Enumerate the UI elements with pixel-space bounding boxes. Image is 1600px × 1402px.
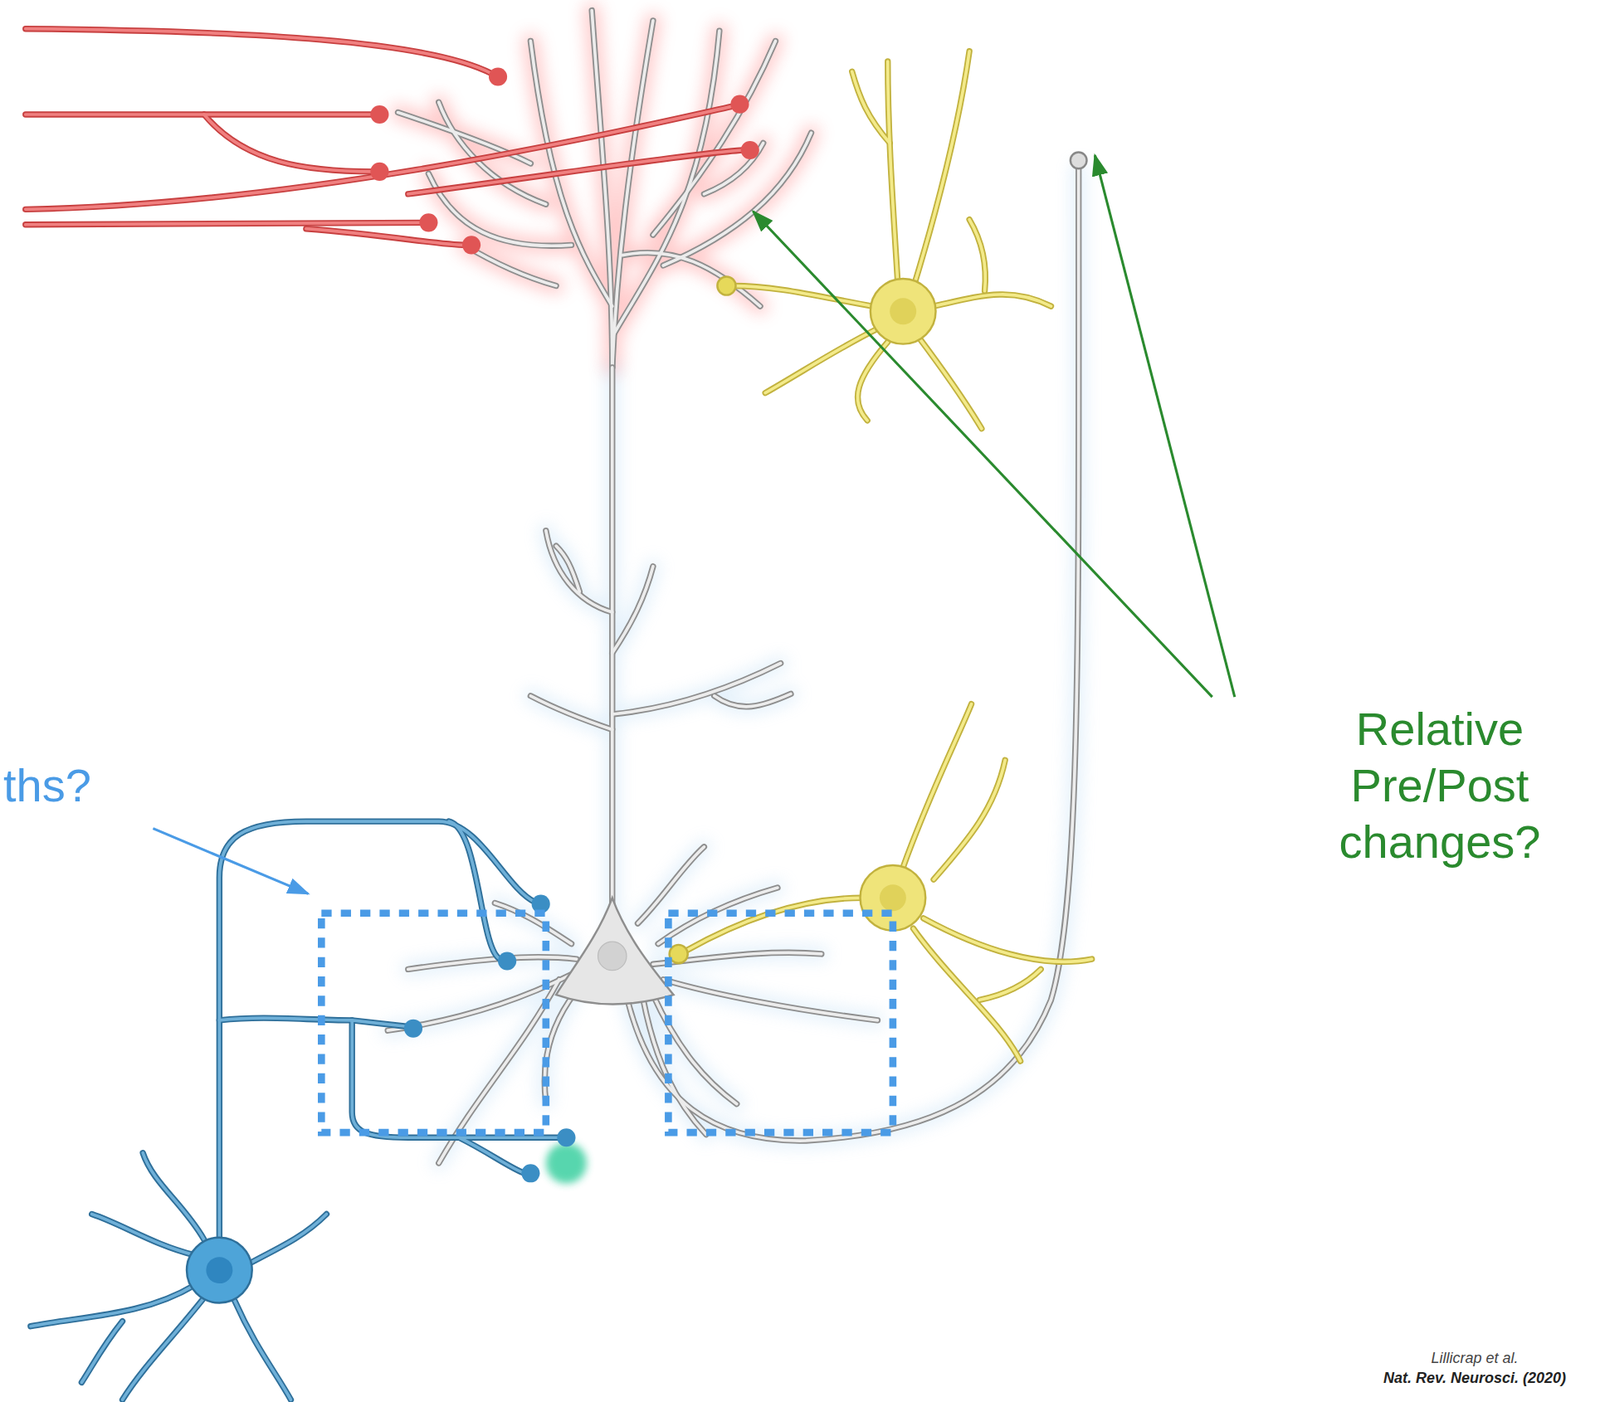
- dotted-boxes: [321, 913, 893, 1133]
- callout-text: Relative Pre/Post changes?: [1339, 701, 1542, 871]
- callout-text: ths?: [3, 757, 92, 815]
- soma-glow: [387, 168, 1079, 1164]
- blue-neuron: [30, 821, 576, 1400]
- citation-text: Nat. Rev. Neurosci. (2020): [1383, 1369, 1566, 1388]
- callout-arrows: [152, 155, 1235, 894]
- citation-text: Lillicrap et al.: [1430, 1349, 1518, 1368]
- synapse-glow: [546, 1142, 587, 1184]
- red-axons: [25, 29, 760, 255]
